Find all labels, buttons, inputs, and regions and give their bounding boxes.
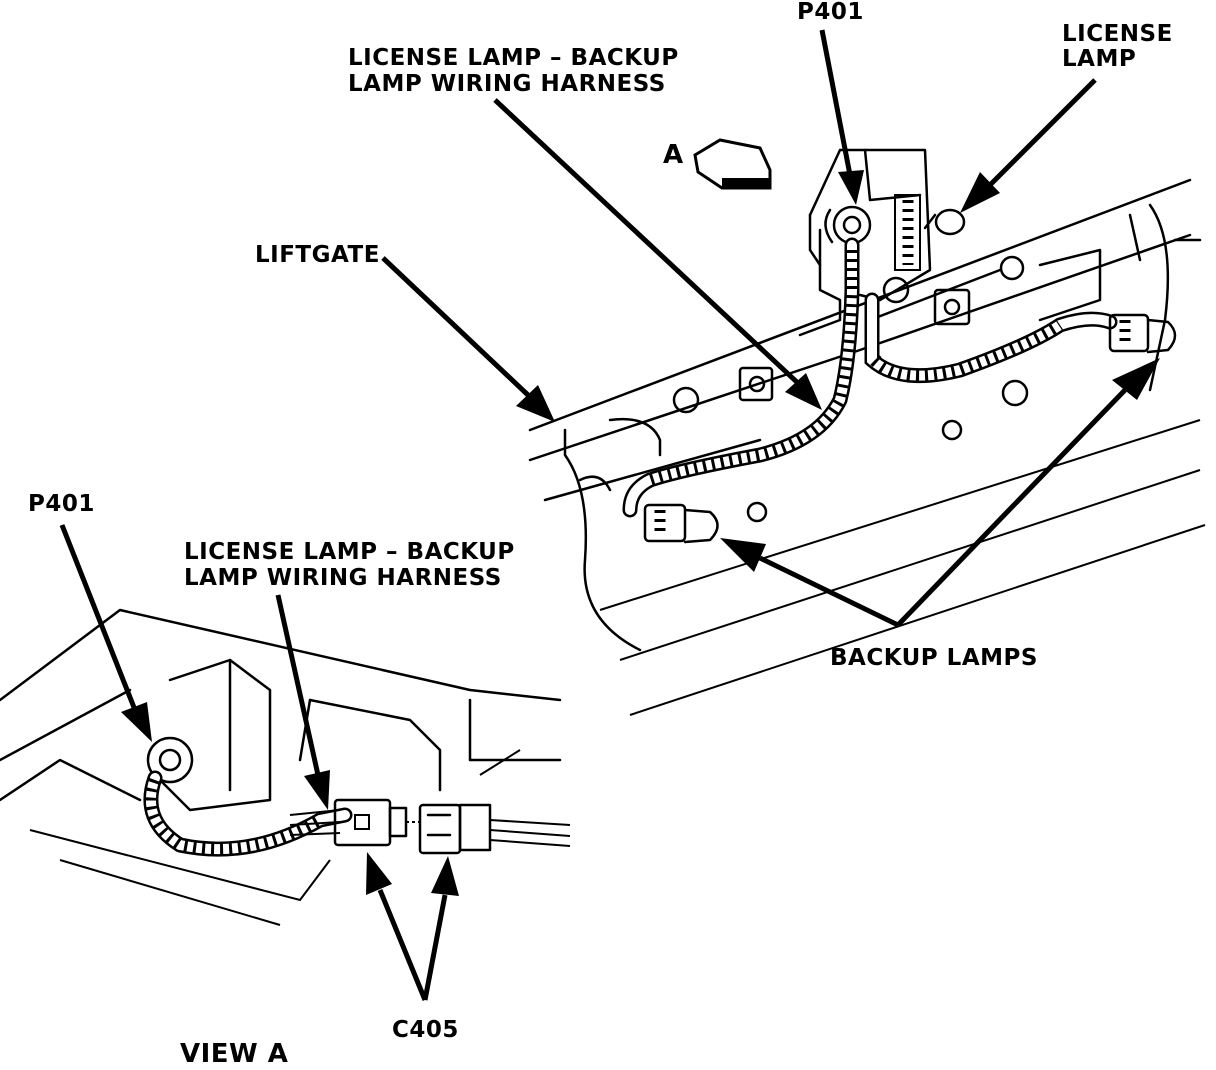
p401-label-main: P401 xyxy=(797,0,864,25)
leader-arrow-icon xyxy=(59,29,1160,1001)
direction-arrow-icon xyxy=(693,138,772,190)
view-a-title: VIEW A xyxy=(180,1039,289,1069)
harness-label-main-line1: LICENSE LAMP – BACKUP xyxy=(348,45,679,71)
c405-label: C405 xyxy=(392,1017,459,1043)
harness-wire-view xyxy=(143,770,571,857)
harness-label-view-line2: LAMP WIRING HARNESS xyxy=(184,565,502,591)
harness-label-view-line1: LICENSE LAMP – BACKUP xyxy=(184,539,515,565)
backup-lamp-right xyxy=(1108,313,1177,354)
p401-connector-view xyxy=(146,736,194,784)
backup-lamps-label: BACKUP LAMPS xyxy=(830,645,1038,671)
license-lamp xyxy=(923,208,966,236)
license-lamp-label-line1: LICENSE xyxy=(1062,21,1173,47)
liftgate-body xyxy=(528,178,1206,716)
harness-label-main-line2: LAMP WIRING HARNESS xyxy=(348,71,666,97)
liftgate-label: LIFTGATE xyxy=(255,242,380,268)
body-holes xyxy=(672,255,1029,523)
backup-lamp-left xyxy=(643,503,719,544)
view-marker-label: A xyxy=(663,140,684,170)
p401-connector-main xyxy=(824,205,872,245)
c405-connector-half-b xyxy=(418,803,492,855)
harness-wire-main xyxy=(622,237,1118,518)
license-lamp-label-line2: LAMP xyxy=(1062,46,1137,72)
p401-label-view: P401 xyxy=(28,491,95,517)
view-a-body xyxy=(0,608,562,926)
